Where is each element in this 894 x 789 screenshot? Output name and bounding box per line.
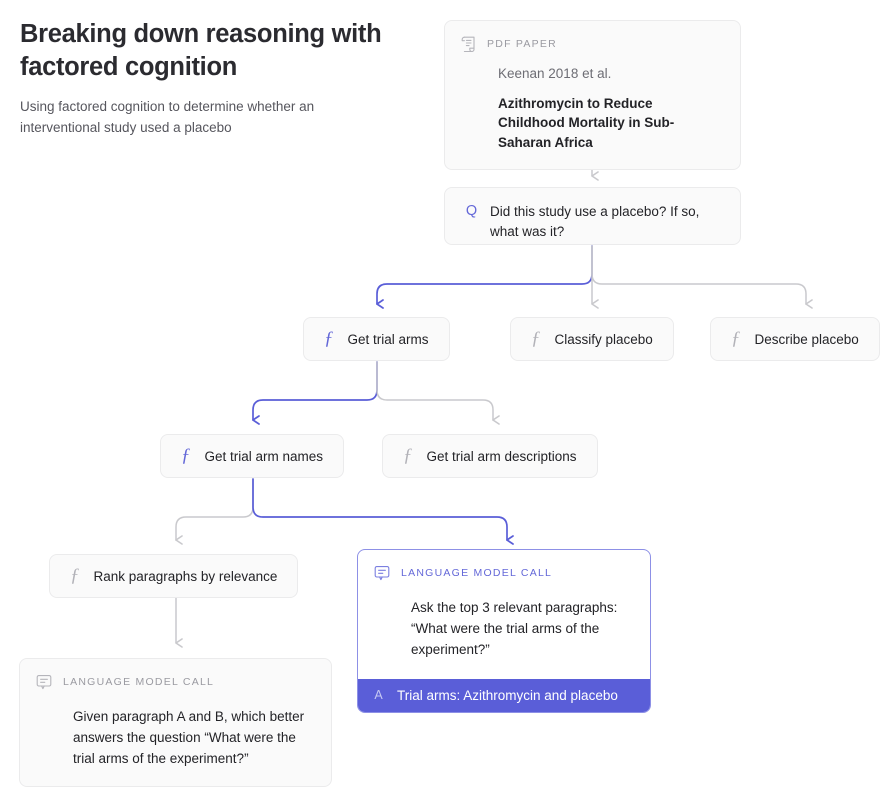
answer-bar[interactable]: A Trial arms: Azithromycin and placebo — [358, 678, 650, 712]
function-node-get-trial-arms[interactable]: ƒ Get trial arms — [303, 317, 450, 361]
lm-right-prompt: Ask the top 3 relevant paragraphs: “What… — [411, 600, 618, 657]
question-marker: Q — [465, 203, 478, 219]
function-italic-f-icon: ƒ — [181, 444, 191, 466]
function-node-rank-paragraphs[interactable]: ƒ Rank paragraphs by relevance — [49, 554, 299, 598]
function-node-classify-placebo[interactable]: ƒ Classify placebo — [510, 317, 674, 361]
function-node-describe-placebo[interactable]: ƒ Describe placebo — [710, 317, 880, 361]
function-node-label: Get trial arms — [347, 331, 429, 347]
page-header: Breaking down reasoning with factored co… — [20, 18, 420, 138]
connector-names-to-rank — [175, 478, 254, 545]
question-card[interactable]: Q Did this study use a placebo? If so, w… — [444, 187, 741, 245]
page-title: Breaking down reasoning with factored co… — [20, 20, 382, 81]
function-italic-f-icon: ƒ — [731, 327, 741, 349]
connector-question-to-get-trial-arms — [376, 245, 593, 309]
chat-bubble-icon — [374, 565, 390, 586]
language-model-call-card-left[interactable]: LANGUAGE MODEL CALL Given paragraph A an… — [19, 658, 332, 787]
document-scroll-icon — [461, 36, 476, 58]
lm-left-header: LANGUAGE MODEL CALL — [36, 674, 313, 695]
connector-trialarms-to-descriptions — [376, 361, 500, 425]
question-text: Did this study use a placebo? If so, wha… — [490, 204, 700, 239]
function-italic-f-icon: ƒ — [70, 564, 80, 586]
function-italic-f-icon: ƒ — [403, 444, 413, 466]
question-card-row: Q Did this study use a placebo? If so, w… — [445, 188, 740, 241]
function-node-label: Rank paragraphs by relevance — [93, 568, 278, 584]
paper-card-kicker: PDF PAPER — [487, 38, 557, 50]
function-node-get-trial-arm-names[interactable]: ƒ Get trial arm names — [160, 434, 345, 478]
connector-question-to-describe-placebo — [591, 245, 813, 309]
answer-marker: A — [374, 688, 383, 703]
lm-right-body: LANGUAGE MODEL CALL Ask the top 3 releva… — [358, 550, 650, 679]
connector-names-to-lm-call — [252, 478, 514, 545]
function-node-label: Get trial arm descriptions — [426, 448, 577, 464]
function-node-label: Describe placebo — [754, 331, 859, 347]
chat-bubble-icon — [36, 674, 52, 695]
paper-card-header: PDF PAPER — [461, 36, 722, 58]
function-node-label: Get trial arm names — [204, 448, 324, 464]
paper-card-body: Keenan 2018 et al. Azithromycin to Reduc… — [461, 65, 722, 153]
lm-right-kicker: LANGUAGE MODEL CALL — [401, 567, 553, 579]
paper-title: Azithromycin to Reduce Childhood Mortali… — [498, 95, 675, 151]
answer-text: Trial arms: Azithromycin and placebo — [397, 687, 618, 703]
function-node-label: Classify placebo — [554, 331, 653, 347]
function-node-get-trial-arm-descriptions[interactable]: ƒ Get trial arm descriptions — [382, 434, 598, 478]
page-subtitle: Using factored cognition to determine wh… — [20, 99, 315, 135]
language-model-call-card-right[interactable]: LANGUAGE MODEL CALL Ask the top 3 releva… — [357, 549, 651, 713]
lm-left-prompt: Given paragraph A and B, which better an… — [73, 709, 305, 766]
connector-trialarms-to-names — [252, 361, 378, 425]
function-italic-f-icon: ƒ — [324, 327, 334, 349]
lm-right-header: LANGUAGE MODEL CALL — [374, 565, 632, 586]
function-italic-f-icon: ƒ — [531, 327, 541, 349]
lm-left-kicker: LANGUAGE MODEL CALL — [63, 676, 215, 688]
paper-card[interactable]: PDF PAPER Keenan 2018 et al. Azithromyci… — [444, 20, 741, 170]
paper-authors: Keenan 2018 et al. — [498, 66, 612, 81]
